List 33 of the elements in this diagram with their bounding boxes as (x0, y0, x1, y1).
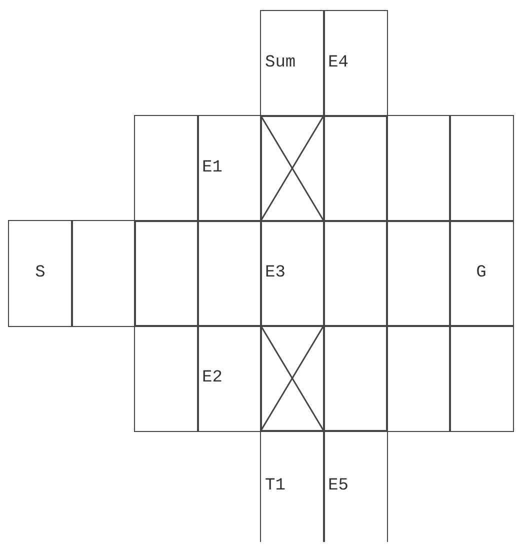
grid-cell (197, 115, 262, 222)
grid-cell (71, 220, 136, 326)
blocked-cell (260, 325, 324, 432)
cell-label: E5 (328, 476, 348, 496)
cell-label: S (35, 264, 46, 283)
grid-cell (134, 220, 198, 326)
cell-label: E2 (202, 368, 222, 388)
cell-label: G (476, 264, 486, 283)
grid-cell (134, 325, 198, 432)
grid-cell (386, 220, 450, 326)
grid-cell (449, 220, 514, 326)
cell-label: E3 (265, 264, 286, 283)
grid-cell (323, 10, 388, 116)
grid-cell (323, 115, 388, 222)
cell-label: E1 (202, 158, 222, 178)
grid-cell (260, 220, 324, 326)
grid-cell (8, 220, 72, 326)
grid-cell (386, 325, 450, 432)
grid-cell (197, 325, 262, 432)
grid-cell (260, 430, 324, 542)
cell-label: T1 (265, 476, 286, 496)
grid-cell (449, 325, 514, 432)
grid-cell (323, 430, 388, 542)
grid-cell (134, 115, 198, 222)
grid-cell (386, 115, 450, 222)
grid-cell (260, 10, 324, 116)
grid-cell (197, 220, 262, 326)
blocked-cell (260, 115, 324, 222)
grid-cell (323, 220, 388, 326)
cell-label: Sum (265, 54, 296, 73)
cell-label: E4 (328, 54, 348, 73)
grid-cell (323, 325, 388, 432)
grid-cell (449, 115, 514, 222)
